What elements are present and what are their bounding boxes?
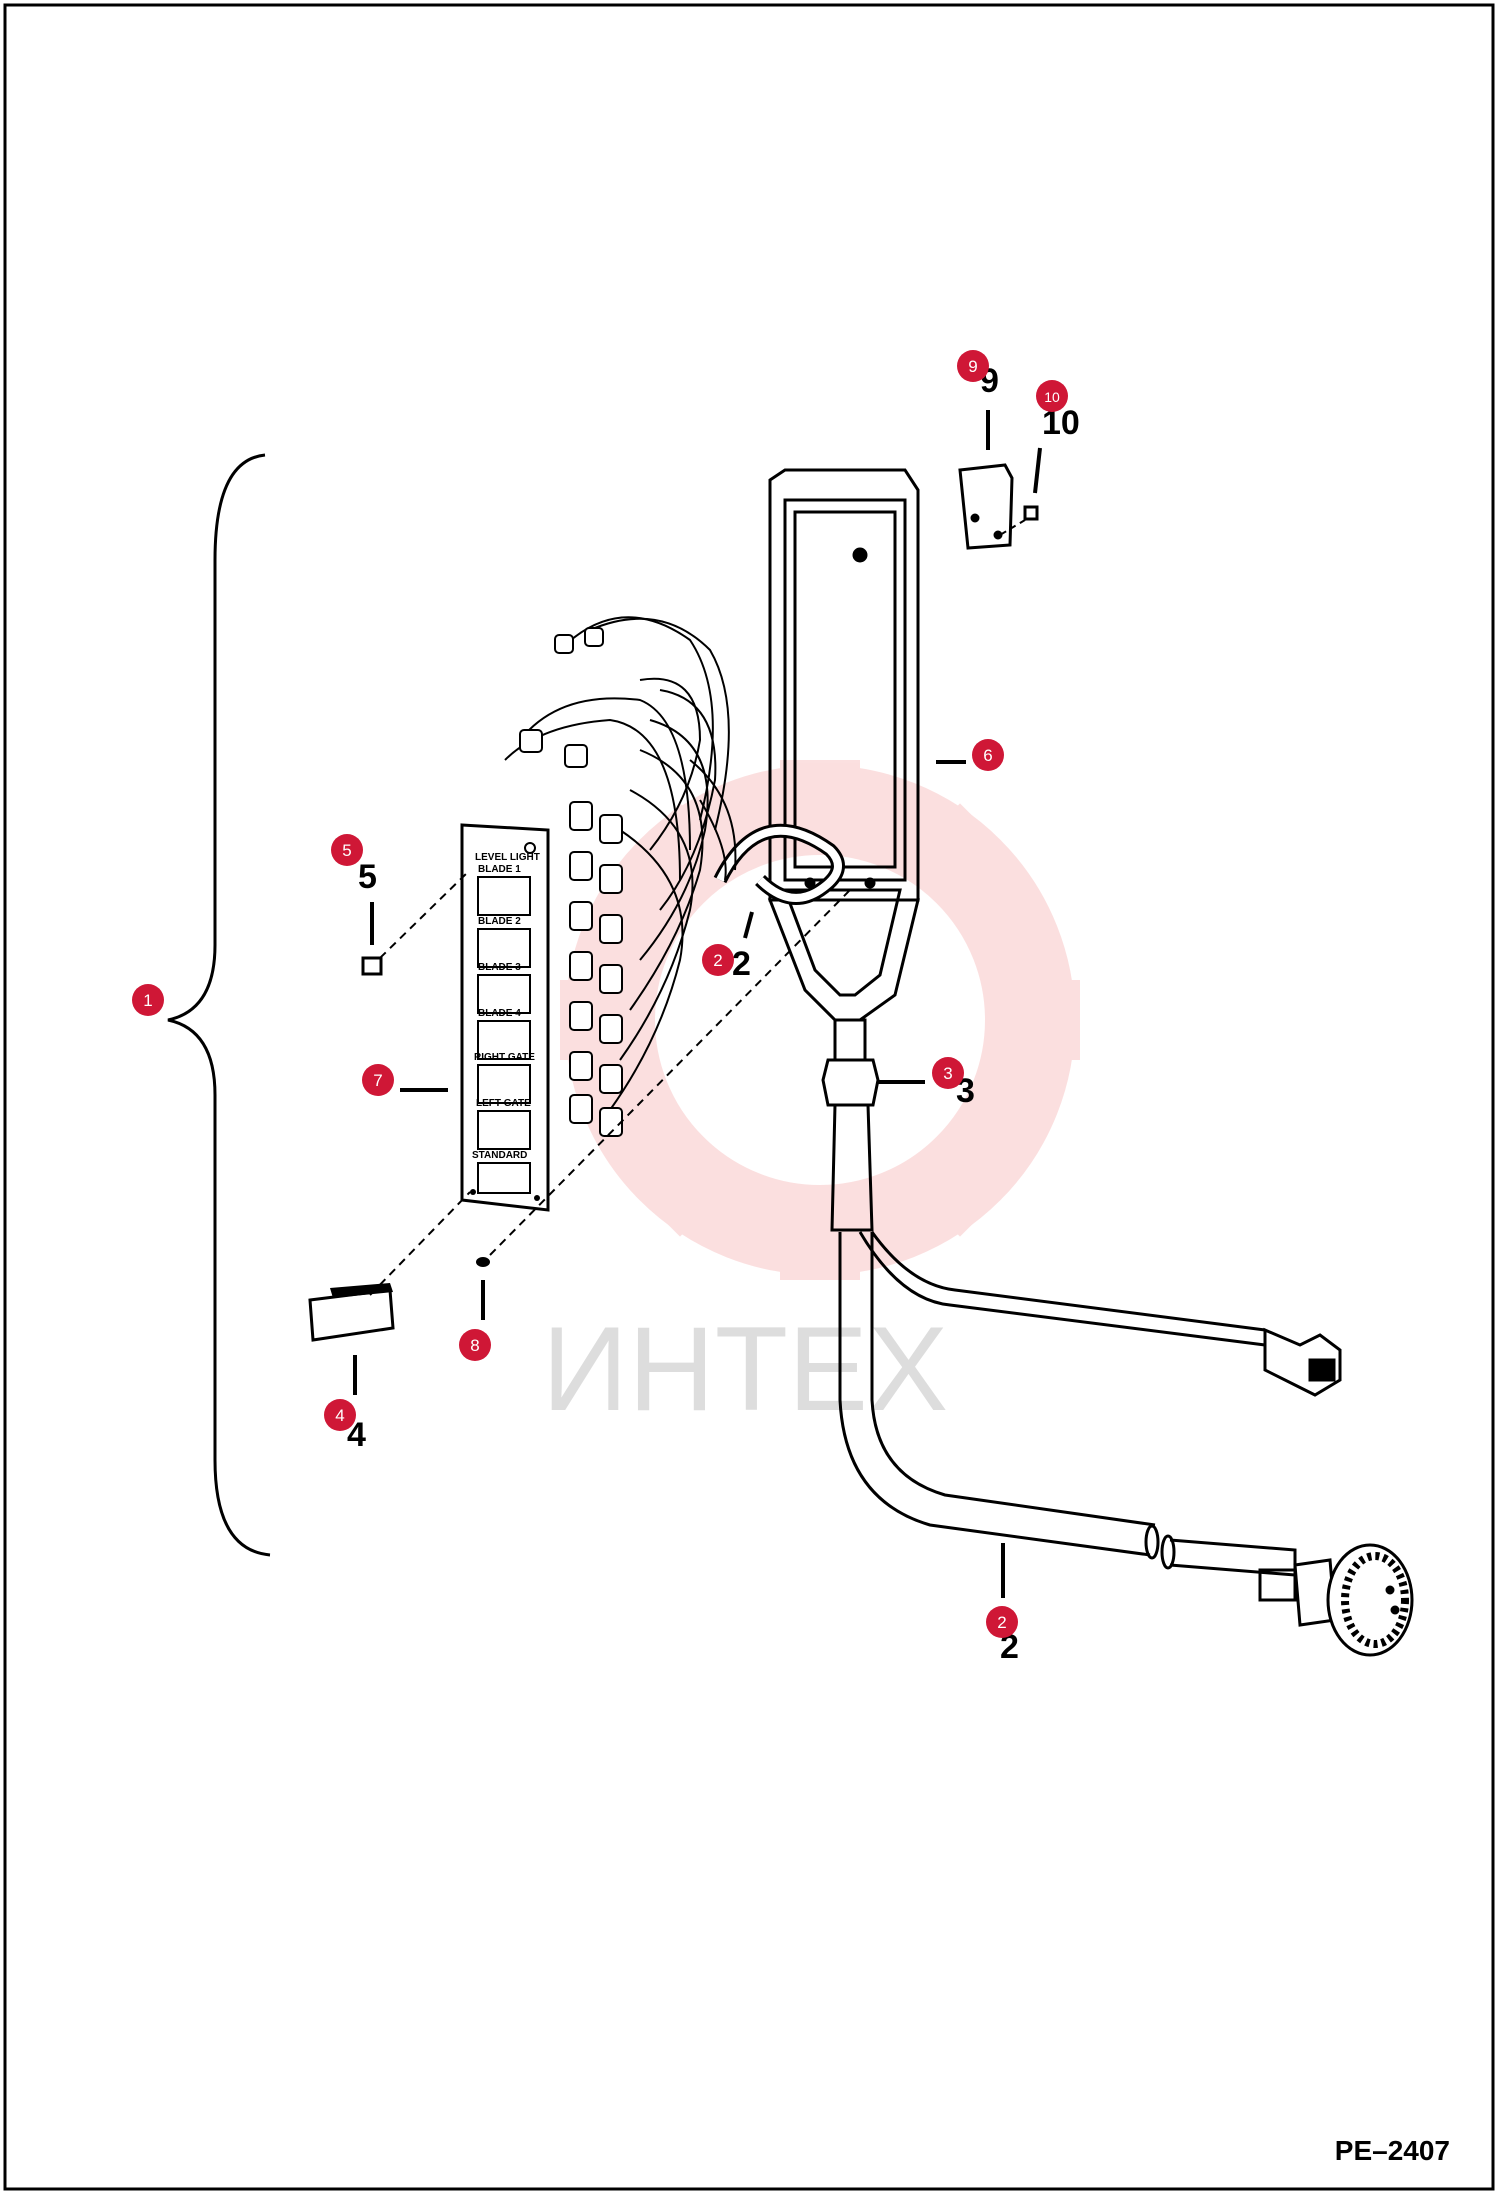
callout-2-bottom: 2 bbox=[986, 1606, 1018, 1638]
panel-label-7: STANDARD bbox=[472, 1150, 527, 1161]
page-border bbox=[3, 3, 1495, 2191]
panel-label-6: LEFT GATE bbox=[476, 1098, 531, 1109]
panel-label-1: BLADE 1 bbox=[478, 864, 521, 875]
nut bbox=[476, 889, 851, 1320]
panel-label-4: BLADE 4 bbox=[478, 1008, 521, 1019]
panel-label-5: RIGHT GATE bbox=[474, 1052, 535, 1063]
watermark-text: ИНТЕХ bbox=[542, 1302, 948, 1436]
part-number-2-top: 2 bbox=[732, 945, 751, 983]
page-code: PE–2407 bbox=[1335, 2135, 1450, 2166]
callout-7-label: 7 bbox=[373, 1071, 382, 1090]
assembly-brace bbox=[167, 453, 271, 1557]
cable-fitting bbox=[821, 1018, 880, 1232]
callout-3: 3 bbox=[932, 1057, 964, 1089]
leader-lines bbox=[400, 760, 1005, 1598]
callout-2-top: 2 bbox=[702, 944, 734, 976]
callout-10-label: 10 bbox=[1044, 389, 1060, 405]
panel-label-2: BLADE 2 bbox=[478, 916, 521, 927]
callout-3-label: 3 bbox=[943, 1064, 952, 1083]
panel-label-0: LEVEL LIGHT bbox=[475, 852, 540, 863]
callout-6-label: 6 bbox=[983, 746, 992, 765]
callout-5-label: 5 bbox=[342, 841, 351, 860]
callout-1-label: 1 bbox=[143, 991, 152, 1010]
callout-2-bottom-label: 2 bbox=[997, 1613, 1006, 1632]
rocker-switch bbox=[308, 1191, 471, 1395]
control-housing bbox=[713, 468, 920, 1022]
end-connector bbox=[1263, 1327, 1342, 1397]
callout-9-label: 9 bbox=[968, 357, 977, 376]
mounting-bracket bbox=[958, 410, 1042, 550]
callout-8: 8 bbox=[459, 1329, 491, 1361]
callout-9: 9 bbox=[957, 350, 989, 382]
screw bbox=[361, 869, 471, 976]
terminals bbox=[519, 627, 623, 1137]
callout-8-label: 8 bbox=[470, 1336, 479, 1355]
switch-panel: LEVEL LIGHT BLADE 1 BLADE 2 BLADE 3 BLAD… bbox=[460, 823, 550, 1212]
callout-7: 7 bbox=[362, 1064, 394, 1096]
callout-10: 10 bbox=[1036, 380, 1068, 412]
callout-2-top-label: 2 bbox=[713, 951, 722, 970]
callout-4: 4 bbox=[324, 1399, 356, 1431]
panel-label-3: BLADE 3 bbox=[478, 962, 521, 973]
callout-1: 1 bbox=[132, 984, 164, 1016]
callout-6: 6 bbox=[972, 739, 1004, 771]
round-connector bbox=[1258, 1543, 1414, 1657]
callout-4-label: 4 bbox=[335, 1406, 344, 1425]
callout-5: 5 bbox=[331, 834, 363, 866]
cable-harness bbox=[838, 1231, 1297, 1577]
part-number-5: 5 bbox=[358, 858, 377, 896]
